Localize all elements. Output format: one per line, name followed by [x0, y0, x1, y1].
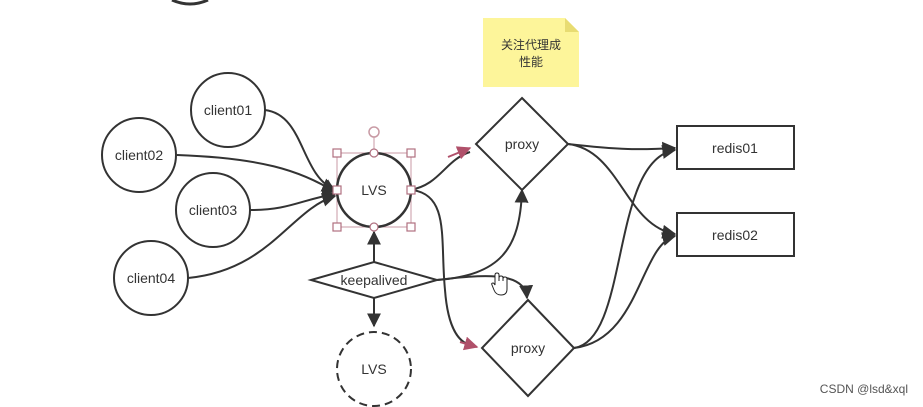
- edge-lvs-proxy-top: [409, 151, 471, 191]
- watermark: CSDN @lsd&xql: [820, 382, 908, 396]
- sticky-note[interactable]: 关注代理成 性能: [483, 18, 579, 87]
- client04-label: client04: [127, 270, 175, 286]
- sticky-note-line1: 关注代理成: [501, 37, 561, 52]
- redis02-label: redis02: [712, 227, 758, 243]
- edges-clients-to-lvs: [176, 109, 337, 279]
- edge-proxy-bottom-redis01: [573, 145, 677, 349]
- proxy-top-label: proxy: [505, 136, 539, 152]
- client01-node[interactable]: client01: [190, 72, 266, 148]
- lvs-primary-node[interactable]: LVS: [332, 126, 416, 232]
- cropped-shape: [171, 0, 209, 6]
- edge-lvs-proxy-bottom: [411, 189, 476, 347]
- hand-cursor-icon: [491, 272, 508, 296]
- keepalived-node[interactable]: keepalived: [307, 260, 441, 300]
- lvs-primary-label: LVS: [361, 182, 386, 198]
- edges-keepalived: [367, 188, 534, 328]
- lvs-backup-node[interactable]: LVS: [336, 331, 412, 407]
- client02-label: client02: [115, 147, 163, 163]
- proxy-bottom-node[interactable]: proxy: [480, 298, 576, 398]
- redis02-node[interactable]: redis02: [676, 212, 795, 257]
- edge-lvs-proxy-bottom-head: [459, 336, 479, 351]
- rotate-handle[interactable]: [368, 126, 380, 138]
- edge-lvs-proxy-top-head: [447, 146, 472, 160]
- redis01-node[interactable]: redis01: [676, 125, 795, 170]
- edge-keepalived-proxy-top: [436, 188, 529, 281]
- redis01-label: redis01: [712, 140, 758, 156]
- proxy-top-node[interactable]: proxy: [474, 96, 570, 192]
- connect-point-bottom[interactable]: [369, 222, 379, 232]
- edge-client04-lvs: [187, 193, 337, 279]
- lvs-backup-label: LVS: [361, 361, 386, 377]
- edge-proxy-bottom-redis02: [573, 232, 677, 349]
- client02-node[interactable]: client02: [101, 117, 177, 193]
- edge-client01-lvs: [264, 109, 337, 192]
- edge-client02-lvs: [176, 154, 337, 193]
- edges-proxy-to-redis: [567, 141, 677, 349]
- client03-node[interactable]: client03: [175, 172, 251, 248]
- keepalived-label: keepalived: [341, 272, 408, 288]
- resize-handles[interactable]: [332, 148, 416, 232]
- client04-node[interactable]: client04: [113, 240, 189, 316]
- connect-point-top[interactable]: [369, 148, 379, 158]
- edge-proxy-top-redis02: [567, 143, 677, 239]
- client01-label: client01: [204, 102, 252, 118]
- client03-label: client03: [189, 202, 237, 218]
- edge-keepalived-proxy-bottom: [436, 275, 534, 300]
- proxy-bottom-label: proxy: [511, 340, 545, 356]
- sticky-note-line2: 性能: [519, 55, 543, 69]
